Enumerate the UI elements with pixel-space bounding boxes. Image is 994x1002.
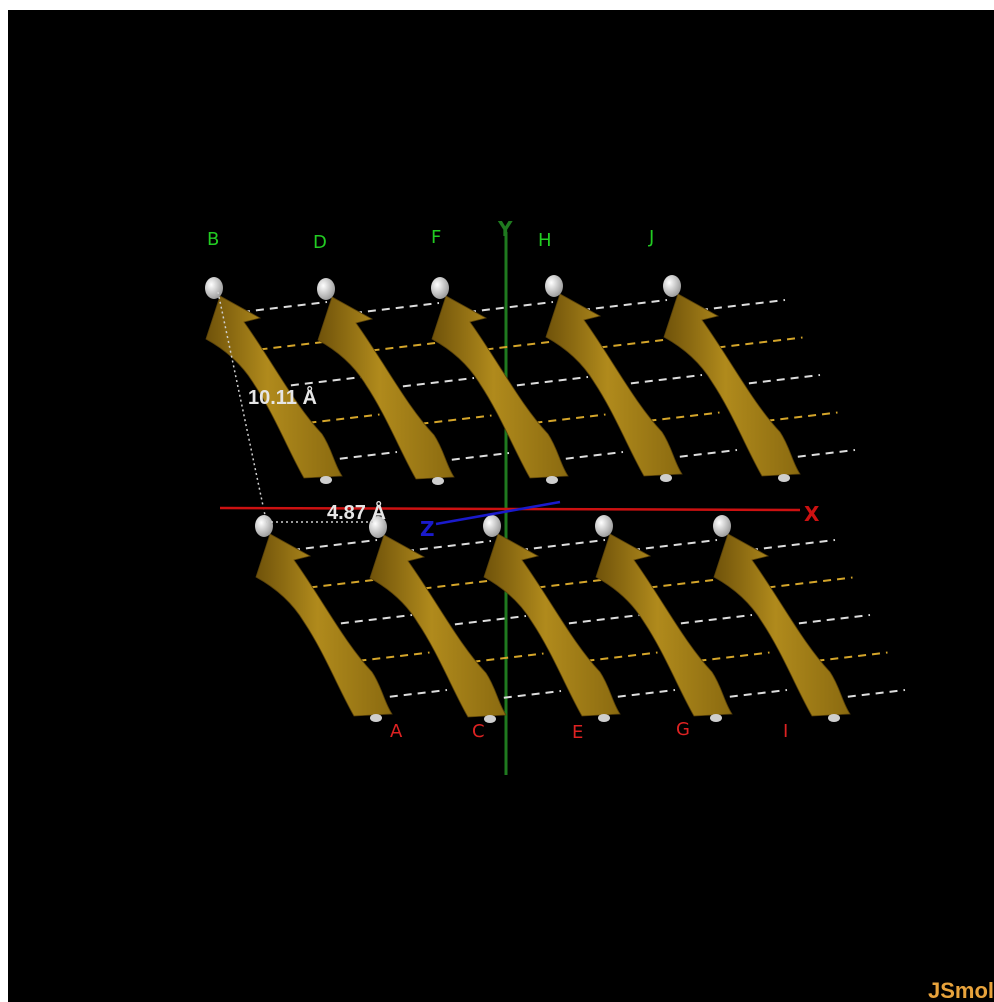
jsmol-viewer[interactable]: X Y Z 10.11 Å 4.87 Å B D F H J A C E G I… bbox=[8, 10, 994, 1002]
jsmol-watermark: JSmol bbox=[927, 978, 994, 1002]
hydrogen-bond bbox=[734, 374, 821, 386]
terminal-atom bbox=[828, 714, 840, 722]
strand-label-g: G bbox=[676, 719, 690, 740]
terminal-atom bbox=[710, 714, 722, 722]
hydrogen-bond bbox=[291, 539, 378, 551]
terminal-atom bbox=[545, 275, 563, 297]
hydrogen-bond bbox=[353, 302, 440, 314]
hydrogen-bond bbox=[699, 299, 786, 311]
y-axis-label: Y bbox=[497, 217, 513, 241]
terminal-atom bbox=[484, 715, 496, 723]
terminal-atom bbox=[663, 275, 681, 297]
hydrogen-bond bbox=[784, 614, 871, 626]
hydrogen-bond bbox=[440, 615, 527, 627]
terminal-atom bbox=[431, 277, 449, 299]
strand-label-c: C bbox=[472, 721, 485, 742]
terminal-atom bbox=[432, 477, 444, 485]
hydrogen-bond bbox=[616, 374, 703, 386]
bottom-beta-sheet bbox=[255, 515, 906, 723]
hydrogen-bond bbox=[276, 376, 363, 388]
top-strand-ribbon bbox=[205, 295, 343, 479]
hydrogen-bond bbox=[467, 301, 554, 313]
top-strand-ribbon bbox=[431, 295, 569, 479]
top-strand-ribbon bbox=[663, 293, 801, 477]
hydrogen-bond bbox=[749, 539, 836, 551]
terminal-atom bbox=[713, 515, 731, 537]
bottom-strand-ribbon bbox=[483, 533, 621, 717]
bottom-strand-ribbon bbox=[255, 533, 393, 717]
strand-label-j: J bbox=[648, 227, 654, 248]
top-strand-ribbon bbox=[545, 293, 683, 477]
top-strand-ribbon bbox=[317, 296, 455, 480]
strand-label-d: D bbox=[313, 232, 327, 253]
terminal-atom bbox=[320, 476, 332, 484]
terminal-atom bbox=[483, 515, 501, 537]
hydrogen-bond bbox=[631, 539, 718, 551]
hydrogen-bond bbox=[666, 614, 753, 626]
x-axis-line bbox=[219, 506, 801, 512]
hydrogen-bond bbox=[554, 614, 641, 626]
z-axis-line bbox=[435, 500, 561, 526]
hydrogen-bond bbox=[502, 376, 589, 388]
hydrogen-bond bbox=[581, 299, 668, 311]
bottom-strand-ribbon bbox=[595, 533, 733, 717]
terminal-atom bbox=[660, 474, 672, 482]
hydrogen-bond bbox=[388, 377, 475, 389]
bottom-strand-ribbon bbox=[713, 533, 851, 717]
hydrogen-bond bbox=[326, 614, 413, 626]
terminal-atom bbox=[595, 515, 613, 537]
interlayer-distance-label: 10.11 Å bbox=[248, 385, 317, 409]
strand-label-e: E bbox=[572, 722, 583, 743]
terminal-atom bbox=[370, 714, 382, 722]
molecular-scene[interactable]: X Y Z 10.11 Å 4.87 Å B D F H J A C E G I bbox=[8, 10, 994, 1002]
hydrogen-bond bbox=[405, 540, 492, 552]
terminal-atom bbox=[546, 476, 558, 484]
hydrogen-bond bbox=[519, 539, 606, 551]
terminal-atom bbox=[317, 278, 335, 300]
z-axis-label: Z bbox=[420, 517, 435, 541]
hydrogen-bond bbox=[767, 576, 853, 589]
terminal-atom bbox=[778, 474, 790, 482]
interlayer-distance-line bbox=[217, 291, 267, 521]
hydrogen-bond bbox=[717, 336, 803, 349]
strand-label-a: A bbox=[390, 721, 403, 742]
hydrogen-bond bbox=[241, 301, 328, 313]
top-beta-sheet bbox=[205, 275, 856, 485]
interstrand-distance-label: 4.87 Å bbox=[327, 500, 386, 524]
strand-label-i: I bbox=[783, 721, 788, 742]
bottom-strand-ribbon bbox=[369, 534, 507, 718]
strand-label-h: H bbox=[538, 230, 552, 251]
strand-label-b: B bbox=[207, 229, 219, 250]
terminal-atom bbox=[205, 277, 223, 299]
terminal-atom bbox=[255, 515, 273, 537]
terminal-atom bbox=[369, 516, 387, 538]
strand-label-f: F bbox=[431, 227, 441, 248]
x-axis-label: X bbox=[804, 502, 820, 526]
terminal-atom bbox=[598, 714, 610, 722]
